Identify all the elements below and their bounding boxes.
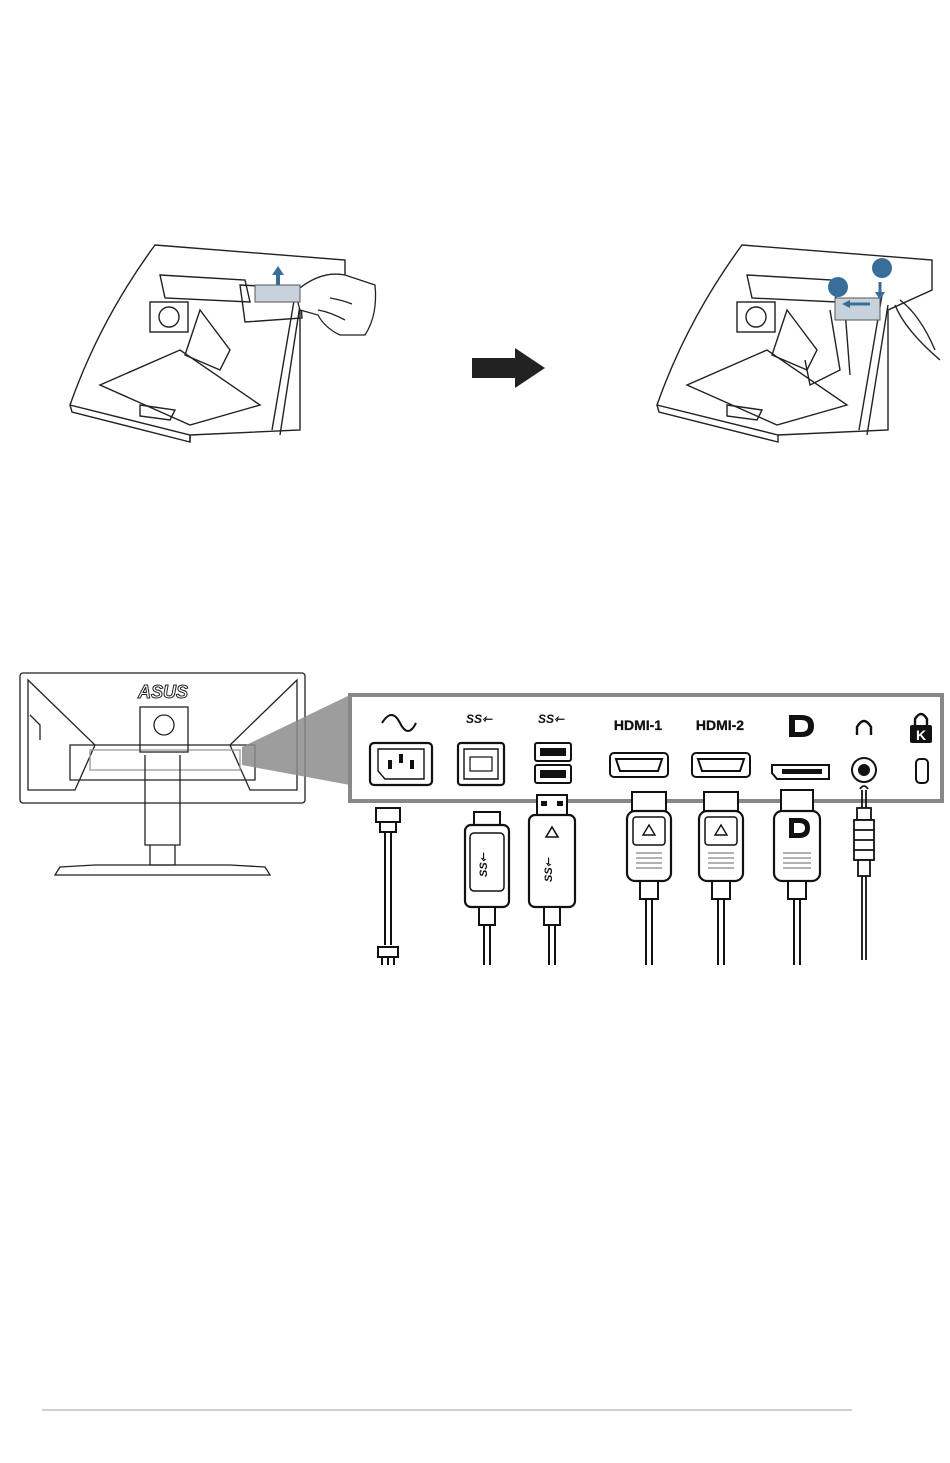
cable-clip-figure [0, 230, 950, 445]
audio-out-port [852, 758, 876, 782]
usb-a-cable: SS⇽ [529, 795, 575, 965]
audio-cable [854, 786, 874, 960]
svg-text:SS⇽: SS⇽ [543, 857, 555, 882]
cable-clip-left [255, 266, 300, 302]
step-marker-2 [872, 258, 892, 278]
monitor-back-right [657, 245, 940, 442]
displayport-icon [789, 715, 814, 737]
hdmi-cable-2 [699, 792, 743, 965]
hdmi-2-label: HDMI-2 [696, 717, 744, 733]
svg-text:K: K [916, 727, 926, 743]
usb-ss-icon: SS⇽ [466, 712, 493, 726]
usb-upstream-port [458, 743, 504, 785]
svg-text:SS⇽: SS⇽ [478, 852, 490, 877]
hdmi-1-label: HDMI-1 [614, 717, 662, 733]
power-cable [376, 808, 400, 965]
connector-figure: ASUS SS⇽ SS⇽ HDMI-1 HDMI-2 [0, 665, 950, 975]
usb-b-cable: SS⇽ [465, 812, 509, 965]
right-arrow-icon [472, 348, 545, 388]
kensington-slot [916, 759, 928, 783]
monitor-back-left [70, 245, 345, 442]
hdmi-1-port [610, 753, 668, 777]
hdmi-cable-1 [627, 792, 671, 965]
displayport-cable [774, 790, 820, 965]
hdmi-2-port [692, 753, 750, 777]
zoom-callout [242, 695, 350, 785]
footer-divider [42, 1409, 852, 1411]
usb-ss-icon: SS⇽ [538, 712, 565, 726]
monitor-back-small [20, 673, 305, 875]
hand-illustration [295, 274, 376, 335]
connector-panel [350, 695, 942, 801]
brand-logo: ASUS [137, 682, 188, 702]
displayport-port [772, 765, 829, 779]
ac-inlet-port [370, 743, 432, 785]
step-marker-1 [828, 277, 848, 297]
